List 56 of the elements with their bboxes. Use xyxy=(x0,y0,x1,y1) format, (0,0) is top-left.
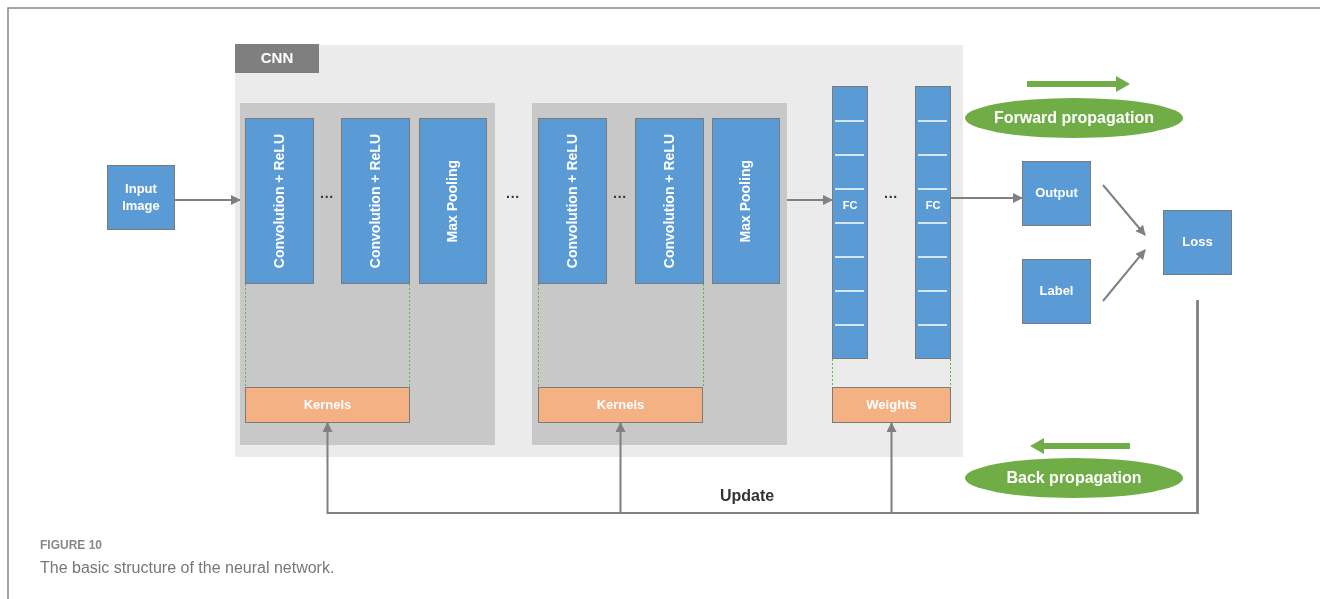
layer-box xyxy=(635,118,704,284)
box-label: Output xyxy=(1035,185,1078,202)
dotted-connector xyxy=(950,358,951,388)
dotted-connector xyxy=(245,283,246,388)
figure-number: FIGURE 10 xyxy=(40,538,102,552)
ellipsis: ··· xyxy=(884,188,898,205)
box-label: Kernels xyxy=(303,396,352,414)
network-panel xyxy=(235,45,963,457)
fc-layer-bar xyxy=(915,86,951,359)
process-box xyxy=(1022,161,1091,226)
arrow xyxy=(886,299,1199,514)
dotted-connector xyxy=(538,283,539,388)
arrow xyxy=(950,193,1023,203)
layer-box xyxy=(538,118,607,284)
parameter-box xyxy=(538,387,703,423)
phase-ellipse xyxy=(965,98,1183,138)
box-label: Forward propagation xyxy=(994,108,1154,128)
layer-box xyxy=(712,118,780,284)
box-label: Max Pooling xyxy=(444,159,462,243)
box-label: FC xyxy=(842,199,858,213)
arrow xyxy=(1102,249,1146,302)
process-box xyxy=(1022,259,1091,324)
line-label: Update xyxy=(719,487,775,506)
layer-block xyxy=(532,103,787,445)
input-box xyxy=(107,165,175,230)
layer-block xyxy=(240,103,495,445)
box-label: FC xyxy=(925,199,941,213)
dotted-connector xyxy=(409,283,410,388)
box-label: Back propagation xyxy=(1006,468,1142,488)
box-label: Input Image xyxy=(121,181,161,214)
ellipsis: ··· xyxy=(320,188,334,205)
box-label: Label xyxy=(1039,283,1074,300)
box-label: Kernels xyxy=(596,396,645,414)
layer-box xyxy=(245,118,314,284)
layer-box xyxy=(341,118,410,284)
box-label: Convolution + ReLU xyxy=(366,133,384,269)
arrow xyxy=(174,195,241,205)
ellipsis: ··· xyxy=(613,188,627,205)
layer-box xyxy=(419,118,487,284)
parameter-box xyxy=(832,387,951,423)
box-label: Loss xyxy=(1182,234,1213,251)
box-label: Max Pooling xyxy=(737,159,755,243)
dotted-connector xyxy=(703,283,704,388)
arrow xyxy=(786,195,833,205)
fc-layer-bar xyxy=(832,86,868,359)
box-label: Convolution + ReLU xyxy=(563,133,581,269)
panel-title: CNN xyxy=(235,44,319,73)
arrow xyxy=(1102,184,1146,236)
box-label: Convolution + ReLU xyxy=(660,133,678,269)
box-label: Convolution + ReLU xyxy=(270,133,288,269)
process-box xyxy=(1163,210,1232,275)
figure-caption: The basic structure of the neural network. xyxy=(40,559,335,577)
parameter-box xyxy=(245,387,410,423)
box-label: Weights xyxy=(866,396,917,414)
ellipsis: ··· xyxy=(506,188,520,205)
dotted-connector xyxy=(832,358,833,388)
